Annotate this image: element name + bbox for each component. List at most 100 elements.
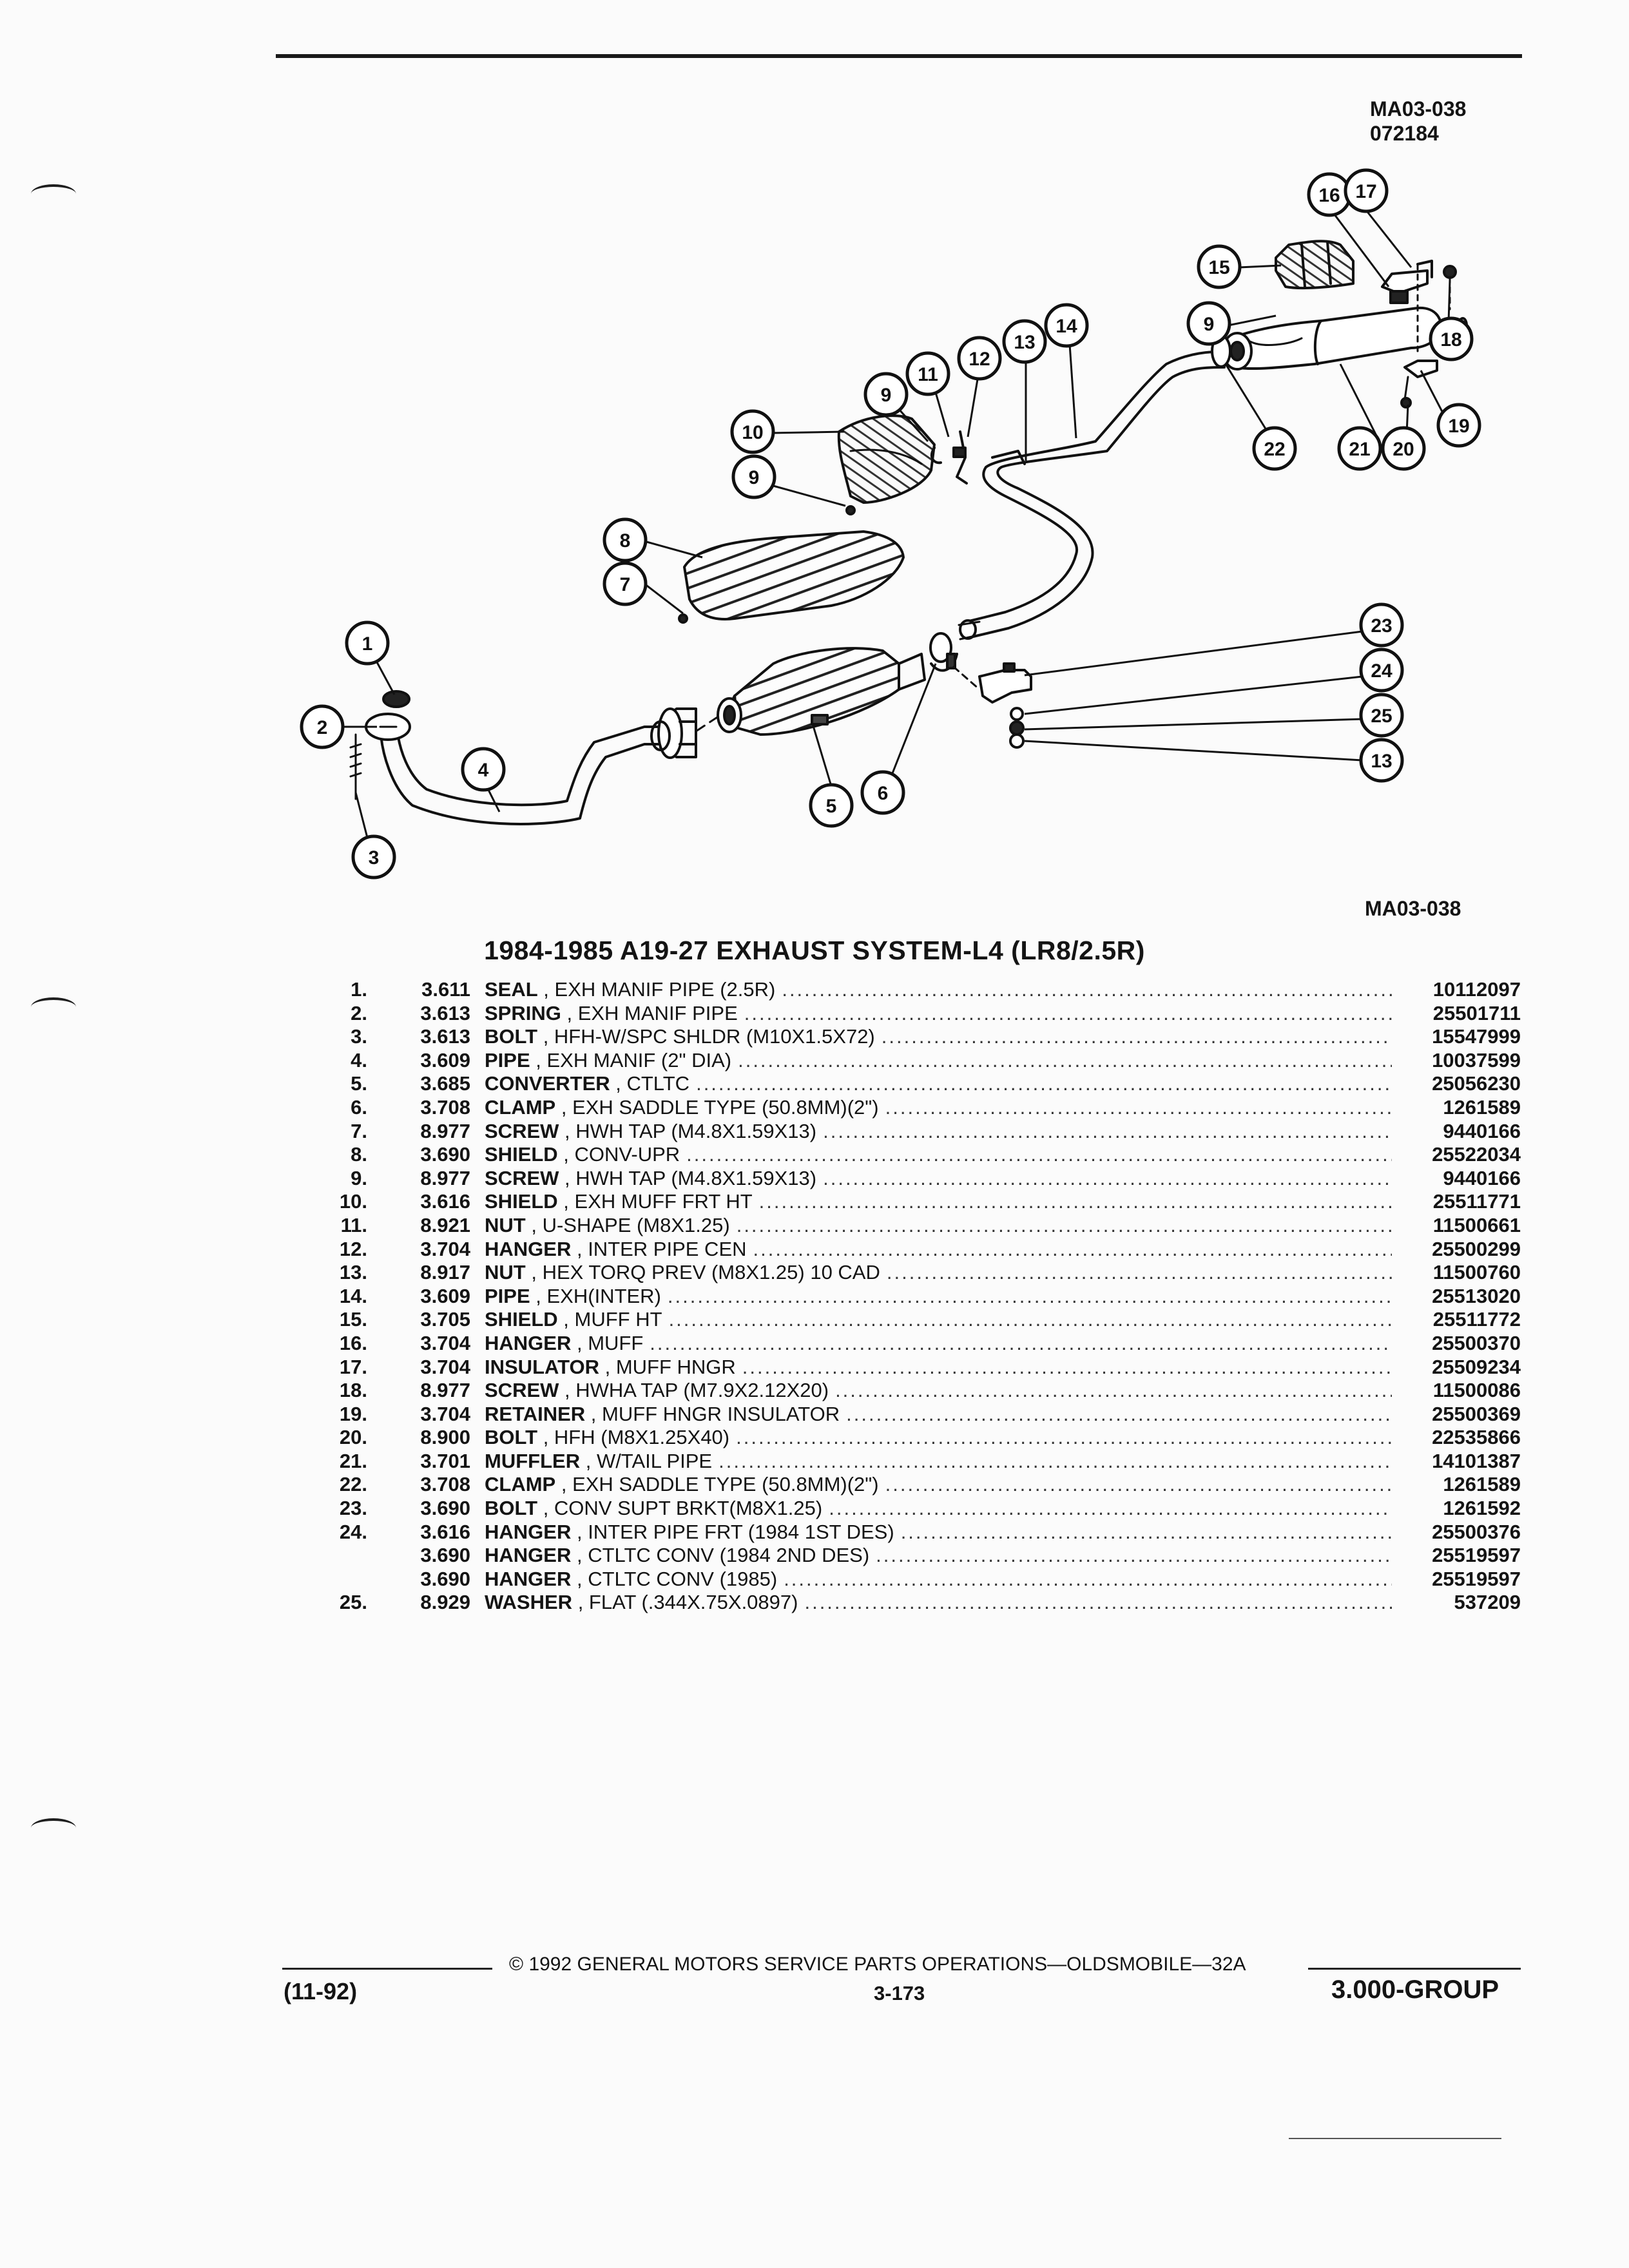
part-index: 10.	[339, 1190, 367, 1213]
part-index: 19.	[339, 1402, 367, 1425]
svg-text:5: 5	[826, 796, 837, 817]
leader-dots	[798, 1591, 1392, 1614]
part-number: 22535866	[1432, 1426, 1521, 1449]
part-separator: ,	[559, 1166, 576, 1189]
converter-upper-shield	[683, 530, 905, 620]
part-separator: ,	[530, 1048, 547, 1072]
part-index: 24.	[339, 1520, 367, 1543]
part-description: SHIELD , CONV-UPR	[485, 1143, 1392, 1166]
part-separator: ,	[557, 1308, 575, 1331]
part-group-number: 8.977	[420, 1379, 470, 1402]
muffler-heat-shield	[1275, 240, 1354, 290]
margin-mark	[31, 1818, 76, 1838]
part-description: CONVERTER , CTLTC	[485, 1072, 1392, 1095]
footer-group: 3.000-GROUP	[1331, 1975, 1499, 2004]
svg-text:9: 9	[1204, 314, 1215, 335]
part-detail: HFH-W/SPC SHLDR (M10X1.5X72)	[554, 1025, 875, 1048]
part-group-number: 3.704	[420, 1331, 470, 1354]
part-separator: ,	[557, 1143, 575, 1166]
svg-text:11: 11	[918, 364, 938, 385]
part-group-number: 3.609	[420, 1284, 470, 1307]
callout-9: 9	[863, 372, 909, 417]
part-name: SEAL	[485, 978, 538, 1001]
part-description: BOLT , CONV SUPT BRKT(M8X1.25)	[485, 1497, 1392, 1520]
callout-16: 16	[1307, 172, 1352, 217]
part-separator: ,	[571, 1544, 588, 1567]
part-detail: INTER PIPE CEN	[588, 1237, 747, 1260]
svg-text:10: 10	[742, 422, 763, 443]
footer-copyright: © 1992 GENERAL MOTORS SERVICE PARTS OPER…	[509, 1954, 1246, 1975]
callout-24: 24	[1359, 648, 1404, 693]
part-separator: ,	[555, 1095, 573, 1119]
diagram-id: MA03-038	[1370, 97, 1467, 120]
leader-dots	[736, 1356, 1392, 1379]
leader-dots	[869, 1544, 1392, 1567]
part-separator: ,	[585, 1402, 602, 1425]
svg-text:13: 13	[1014, 332, 1035, 353]
part-description: SEAL , EXH MANIF PIPE (2.5R)	[485, 978, 1392, 1001]
svg-text:12: 12	[969, 349, 990, 370]
svg-text:9: 9	[881, 385, 892, 406]
leader-dots	[840, 1403, 1392, 1426]
leader-dots	[753, 1190, 1392, 1213]
svg-text:20: 20	[1393, 439, 1414, 460]
part-description: PIPE , EXH MANIF (2" DIA)	[485, 1049, 1392, 1072]
part-detail: HFH (M8X1.25X40)	[554, 1426, 730, 1449]
part-detail: MUFF HT	[574, 1308, 662, 1331]
part-description: SPRING , EXH MANIF PIPE	[485, 1002, 1392, 1025]
part-description: RETAINER , MUFF HNGR INSULATOR	[485, 1403, 1392, 1426]
part-number: 10037599	[1432, 1048, 1521, 1072]
part-index: 8.	[351, 1143, 367, 1166]
part-detail: EXH(INTER)	[546, 1284, 661, 1307]
leader-dots	[879, 1473, 1392, 1496]
part-group-number: 3.690	[420, 1497, 470, 1520]
svg-text:23: 23	[1371, 615, 1392, 637]
part-group-number: 8.921	[420, 1213, 470, 1236]
part-detail: CONV-UPR	[574, 1143, 680, 1166]
part-group-number: 3.704	[420, 1237, 470, 1260]
part-separator: ,	[525, 1213, 543, 1236]
part-name: INSULATOR	[485, 1355, 599, 1378]
svg-text:14: 14	[1055, 316, 1077, 337]
muffler	[1224, 306, 1443, 370]
part-separator: ,	[559, 1119, 576, 1142]
part-detail: EXH MUFF FRT HT	[574, 1190, 753, 1213]
callout-19: 19	[1436, 403, 1481, 448]
part-number: 11500086	[1432, 1379, 1521, 1402]
part-group-number: 8.977	[420, 1166, 470, 1189]
part-separator: ,	[537, 1025, 554, 1048]
part-group-number: 3.611	[421, 978, 470, 1001]
leader-dots	[829, 1379, 1392, 1402]
part-description: HANGER , MUFF	[485, 1332, 1392, 1355]
part-group-number: 3.708	[420, 1095, 470, 1119]
part-index: 20.	[339, 1426, 367, 1449]
part-number: 9440166	[1443, 1166, 1521, 1189]
margin-mark	[31, 184, 76, 204]
part-group-number: 3.616	[420, 1520, 470, 1543]
part-detail: HEX TORQ PREV (M8X1.25) 10 CAD	[542, 1261, 880, 1284]
part-group-number: 3.609	[420, 1048, 470, 1072]
part-name: RETAINER	[485, 1402, 586, 1425]
part-separator: ,	[571, 1237, 588, 1260]
svg-text:9: 9	[749, 467, 760, 488]
part-group-number: 8.900	[420, 1426, 470, 1449]
part-description: SHIELD , EXH MUFF FRT HT	[485, 1190, 1392, 1213]
svg-text:17: 17	[1355, 181, 1376, 202]
footer-page-number: 3-173	[874, 1982, 925, 2004]
callout-3: 3	[351, 834, 396, 879]
part-detail: CONV SUPT BRKT(M8X1.25)	[554, 1497, 823, 1520]
part-separator: ,	[537, 1426, 554, 1449]
part-name: PIPE	[485, 1284, 530, 1307]
leader-dots	[680, 1143, 1392, 1166]
part-separator: ,	[610, 1072, 627, 1095]
part-group-number: 3.613	[420, 1025, 470, 1048]
svg-text:2: 2	[317, 717, 328, 738]
part-description: BOLT , HFH-W/SPC SHLDR (M10X1.5X72)	[485, 1025, 1392, 1048]
part-group-number: 3.704	[420, 1402, 470, 1425]
front-muffler-heat-shield	[837, 414, 936, 504]
part-name: HANGER	[485, 1237, 572, 1260]
